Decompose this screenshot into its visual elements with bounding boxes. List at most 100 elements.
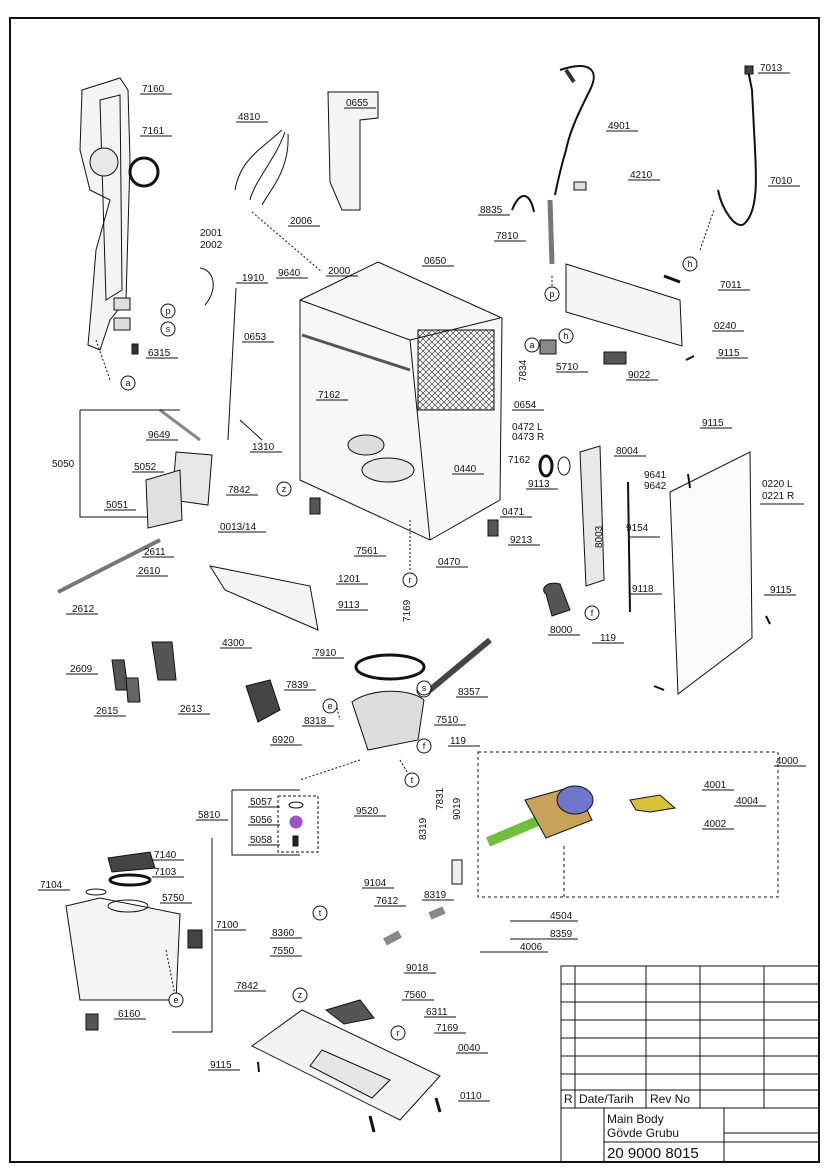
label-7842-upper: 7842: [228, 485, 251, 496]
label-8359: 8359: [550, 929, 573, 940]
ref-t-lower: t: [319, 908, 322, 918]
leader-e-softener: [165, 949, 177, 1001]
ref-r-upper: r: [409, 575, 412, 585]
label-7560: 7560: [404, 990, 427, 1001]
cable-7010: [717, 69, 757, 227]
label-4002: 4002: [704, 819, 727, 830]
label-0650: 0650: [424, 256, 447, 267]
part-6160: [85, 1013, 99, 1031]
foot-0013: [309, 497, 321, 515]
panel-0655: [327, 91, 379, 211]
ref-a-left: a: [125, 378, 130, 388]
label-1310: 1310: [252, 442, 275, 453]
label-0655: 0655: [346, 98, 369, 109]
label-7103: 7103: [154, 867, 177, 878]
title-block-grid: [560, 965, 820, 1163]
kit-5810-box: [277, 795, 319, 853]
label-9154: 9154: [626, 523, 649, 534]
bracket-4004: [629, 794, 677, 813]
label-5710: 5710: [556, 362, 579, 373]
ring-7103: [108, 873, 152, 887]
label-9115-side: 9115: [770, 585, 792, 596]
label-9213: 9213: [510, 535, 533, 546]
harness-4810: [234, 129, 289, 206]
tub-filter-seat: [361, 457, 415, 483]
clip-7011: [663, 274, 681, 284]
hose-4504: [428, 906, 446, 920]
label-4210: 4210: [630, 170, 653, 181]
label-7831: 7831: [435, 787, 446, 810]
label-0470: 0470: [438, 557, 461, 568]
strip-2006: [251, 211, 323, 273]
label-5050: 5050: [52, 459, 75, 470]
label-9118: 9118: [632, 584, 654, 595]
label-9520: 9520: [356, 806, 379, 817]
part-2613a: [151, 641, 177, 681]
label-119-sump: 119: [450, 736, 466, 747]
label-0653: 0653: [244, 332, 267, 343]
label-7910: 7910: [314, 648, 337, 659]
foot-screw-2: [434, 1097, 442, 1113]
label-8357: 8357: [458, 687, 481, 698]
label-8835: 8835: [480, 205, 503, 216]
spray-tube-8357: [428, 637, 492, 693]
ring-7162c: [557, 456, 571, 476]
label-6920: 6920: [272, 735, 295, 746]
washer-5057: [288, 801, 304, 809]
label-7160: 7160: [142, 84, 165, 95]
label-0472: 0472 L: [512, 422, 543, 433]
label-0473: 0473 R: [512, 432, 544, 443]
label-9115-rail: 9115: [718, 348, 740, 359]
label-0471: 0471: [502, 507, 525, 518]
label-8360: 8360: [272, 928, 295, 939]
tub-front-edge: [409, 339, 431, 541]
label-7162-tub: 7162: [318, 390, 341, 401]
screw-extra: [653, 685, 665, 691]
label-5810: 5810: [198, 810, 221, 821]
title-block-title-tr: Gövde Grubu: [607, 1126, 679, 1140]
part-7013: [744, 65, 754, 75]
label-6311: 6311: [426, 1007, 448, 1018]
label-8004: 8004: [616, 446, 639, 457]
label-9113-tub: 9113: [528, 479, 550, 490]
label-0654: 0654: [514, 400, 537, 411]
clip-6315: [131, 343, 139, 355]
title-block-rev-no-col: Rev No: [650, 1092, 690, 1106]
left-duct-part: [79, 77, 131, 351]
ring-7162b: [538, 454, 554, 478]
hose-4901: [554, 65, 595, 196]
drawing-art: [57, 65, 779, 1133]
part-5710: [539, 339, 557, 355]
bracket-2001: [199, 267, 214, 306]
label-5052: 5052: [134, 462, 157, 473]
module-5051: [145, 469, 183, 529]
screw-9115c: [765, 615, 771, 625]
label-2000: 2000: [328, 266, 351, 277]
label-9642: 9642: [644, 481, 667, 492]
label-4810: 4810: [238, 112, 261, 123]
lever-8004: [579, 445, 605, 587]
label-2611: 2611: [144, 547, 166, 558]
label-8319-lower: 8319: [424, 890, 447, 901]
left-duct-fitting: [89, 147, 119, 177]
door-panel-0220: [669, 451, 753, 695]
ref-r-lower: r: [397, 1028, 400, 1038]
ref-e-softener: e: [173, 995, 178, 1005]
label-0013: 0013/14: [220, 522, 257, 533]
leader-a-left: [95, 339, 111, 381]
label-7561: 7561: [356, 546, 379, 557]
screw-9115d: [257, 1061, 260, 1073]
plate-1201: [208, 565, 319, 631]
label-4001: 4001: [704, 780, 727, 791]
title-block-drawing-no: 20 9000 8015: [607, 1145, 699, 1162]
ref-z-lower: z: [298, 990, 303, 1000]
rail-0240: [565, 263, 683, 347]
label-4006: 4006: [520, 942, 543, 953]
seal-ring-7161: [128, 156, 160, 188]
clip-8835: [511, 195, 535, 213]
label-9018: 9018: [406, 963, 429, 974]
leader-5810: [299, 759, 361, 781]
pump-motor-4000: [556, 785, 594, 815]
